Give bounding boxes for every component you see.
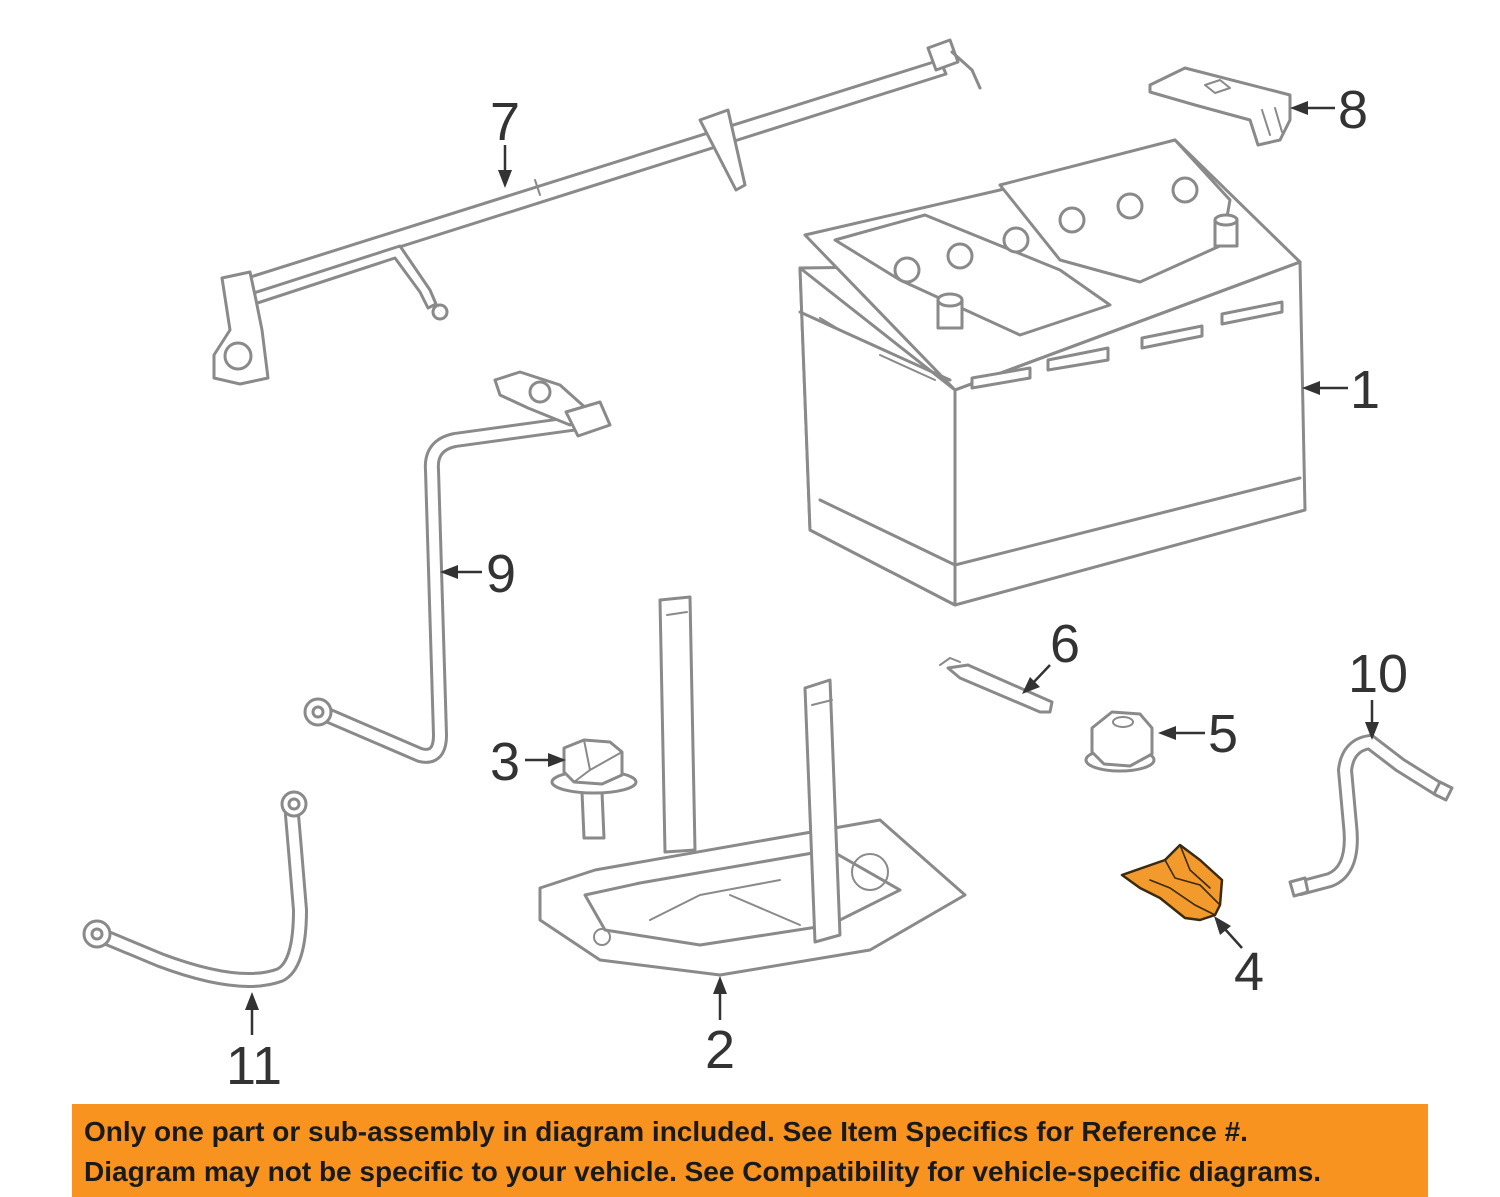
callout-11-label: 11 xyxy=(226,1036,282,1096)
callout-4: 4 xyxy=(1214,916,1264,1002)
part-5-nut xyxy=(1084,710,1156,773)
callout-10-label: 10 xyxy=(1348,644,1408,704)
part-7-positive-cable xyxy=(212,38,982,386)
part-6-clip xyxy=(939,657,1054,714)
parts-diagram: 1 2 3 4 5 6 7 8 9 10 xyxy=(82,38,1454,1096)
callout-3-label: 3 xyxy=(490,732,520,792)
callout-7: 7 xyxy=(490,92,520,188)
callout-10: 10 xyxy=(1348,644,1408,740)
callout-11: 11 xyxy=(226,992,282,1096)
disclaimer-line-1: Only one part or sub-assembly in diagram… xyxy=(84,1116,1248,1147)
callout-5-label: 5 xyxy=(1208,704,1238,764)
callout-1: 1 xyxy=(1302,360,1380,420)
part-1-battery xyxy=(798,138,1307,607)
callout-8-label: 8 xyxy=(1338,80,1368,140)
callout-1-label: 1 xyxy=(1350,360,1380,420)
part-2-battery-tray xyxy=(538,595,967,977)
callout-5: 5 xyxy=(1158,704,1238,764)
callout-8: 8 xyxy=(1290,80,1368,140)
part-4-bracket-highlighted xyxy=(1120,843,1224,922)
part-11-ground-cable xyxy=(82,790,308,988)
callout-6-label: 6 xyxy=(1050,614,1080,674)
callout-4-label: 4 xyxy=(1234,942,1264,1002)
part-3-bolt xyxy=(550,738,638,840)
callout-9: 9 xyxy=(440,544,516,604)
part-10-sensor-cable xyxy=(1288,734,1454,898)
callout-9-label: 9 xyxy=(486,544,516,604)
callout-6: 6 xyxy=(1022,614,1080,694)
callout-2-label: 2 xyxy=(705,1020,735,1080)
disclaimer-banner: Only one part or sub-assembly in diagram… xyxy=(72,1104,1428,1197)
callout-3: 3 xyxy=(490,732,566,792)
callout-7-label: 7 xyxy=(490,92,520,152)
part-9-cable xyxy=(303,370,612,764)
disclaimer-line-2: Diagram may not be specific to your vehi… xyxy=(84,1156,1322,1187)
part-8-terminal-cover xyxy=(1148,66,1292,147)
callout-2: 2 xyxy=(705,976,735,1080)
